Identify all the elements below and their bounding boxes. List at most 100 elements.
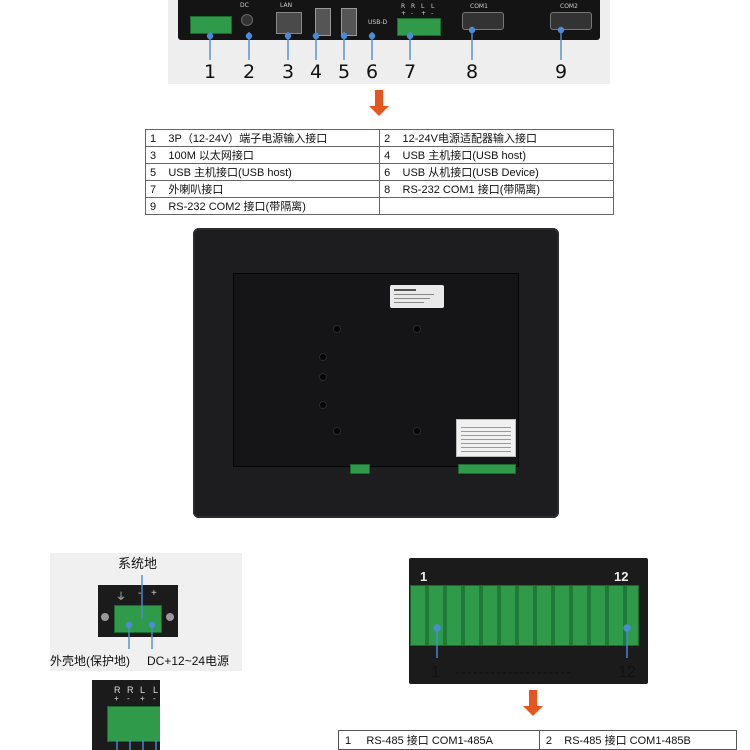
leader-lines <box>206 26 565 60</box>
table-cell: 5 USB 主机接口(USB host) <box>144 163 381 181</box>
table-cell: 1 RS-485 接口 COM1-485A <box>338 730 540 750</box>
cell-number: 4 <box>384 150 391 162</box>
ground-symbol-icon: ⏚ <box>116 592 126 603</box>
table-row: 3 100M 以太网接口 4 USB 主机接口(USB host) <box>144 146 614 164</box>
cell-number: 9 <box>150 201 157 213</box>
table-cell: 2 RS-485 接口 COM1-485B <box>538 730 738 750</box>
cell-number: 2 <box>545 735 553 747</box>
back-plate <box>233 273 519 467</box>
table-cell: 2 12-24V电源适配器输入接口 <box>379 129 614 147</box>
port-number-1: 1 <box>204 61 217 83</box>
speaker-polarity: + <box>114 694 119 703</box>
speaker-label-l1: L <box>421 3 425 10</box>
speaker-polarity-2: - <box>411 10 414 17</box>
speaker-label: R <box>114 685 121 695</box>
cell-text: 100M 以太网接口 <box>168 150 254 162</box>
plus-symbol: + <box>151 588 157 599</box>
screw-hole <box>334 326 340 332</box>
rs485-last-pin-label: 12 <box>614 569 629 584</box>
cell-text: 3P（12-24V）端子电源输入接口 <box>168 133 328 145</box>
cell-text: RS-232 COM2 接口(带隔离) <box>168 201 306 213</box>
cell-number: 3 <box>150 150 157 162</box>
port-number-3: 3 <box>282 61 295 83</box>
screw-hole <box>414 326 420 332</box>
usb-port-1 <box>315 8 331 36</box>
table-cell: 4 USB 主机接口(USB host) <box>379 146 614 164</box>
power-terminal-photo: ⏚ - + <box>98 585 178 637</box>
screw-hole <box>320 402 326 408</box>
port-number-5: 5 <box>338 61 351 83</box>
table-row: 1 3P（12-24V）端子电源输入接口 2 12-24V电源适配器输入接口 <box>144 129 614 147</box>
dc-jack <box>241 14 253 26</box>
speaker-label-r1: R <box>401 3 406 10</box>
table-cell: 3 100M 以太网接口 <box>144 146 381 164</box>
rs485-range-dashes: -------------------- <box>455 664 572 681</box>
rs485-first-pin-label: 1 <box>420 569 428 584</box>
speaker-label-r2: R <box>411 3 416 10</box>
rs485-terminal-block <box>410 585 639 646</box>
speaker-polarity: + <box>140 694 145 703</box>
cell-number: 5 <box>150 167 157 179</box>
down-arrow-icon <box>523 690 543 716</box>
port-number-4: 4 <box>310 61 323 83</box>
table-row: 7 外喇叭接口 8 RS-232 COM1 接口(带隔离) <box>144 180 614 198</box>
cell-text: USB 主机接口(USB host) <box>168 167 292 179</box>
port-description-table: 1 3P（12-24V）端子电源输入接口 2 12-24V电源适配器输入接口 3… <box>144 129 614 215</box>
com2-label: COM2 <box>560 3 578 10</box>
speaker-terminal-block <box>107 706 160 742</box>
power-terminal-block <box>114 605 162 633</box>
speaker-polarity: - <box>127 694 130 703</box>
dc-power-label: DC+12~24电源 <box>147 654 230 668</box>
rs485-bottom-right-label: 12 <box>618 664 636 681</box>
table-row: 5 USB 主机接口(USB host) 6 USB 从机接口(USB Devi… <box>144 163 614 181</box>
cell-number: 2 <box>384 133 391 145</box>
port-number-8: 8 <box>466 61 479 83</box>
speaker-terminal-photo: R R L L + - + - <box>92 680 160 750</box>
product-label-sticker <box>390 285 444 308</box>
table-cell: 9 RS-232 COM2 接口(带隔离) <box>144 197 381 215</box>
cell-text: USB 从机接口(USB Device) <box>402 167 539 179</box>
table-cell <box>379 197 614 215</box>
cell-number: 6 <box>384 167 391 179</box>
table-cell: 1 3P（12-24V）端子电源输入接口 <box>144 129 381 147</box>
speaker-polarity-3: + <box>421 10 427 17</box>
port-number-9: 9 <box>555 61 568 83</box>
com2-port <box>550 12 592 30</box>
com1-label: COM1 <box>470 3 488 10</box>
screw-hole <box>414 428 420 434</box>
speaker-polarity-1: + <box>401 10 407 17</box>
cell-text: USB 主机接口(USB host) <box>402 150 526 162</box>
com1-port <box>462 12 504 30</box>
speaker-label-l2: L <box>431 3 435 10</box>
port-number-7: 7 <box>404 61 417 83</box>
table-cell: 8 RS-232 COM1 接口(带隔离) <box>379 180 614 198</box>
speaker-label: L <box>140 685 146 695</box>
cell-text: 外喇叭接口 <box>168 184 224 196</box>
cell-text: 12-24V电源适配器输入接口 <box>402 133 538 145</box>
lan-label: LAN <box>280 2 293 9</box>
speaker-label: L <box>153 685 159 695</box>
port-number-2: 2 <box>243 61 256 83</box>
cell-number: 8 <box>384 184 391 196</box>
cell-number: 1 <box>150 133 157 145</box>
screw-hole <box>320 374 326 380</box>
cell-text: RS-485 接口 COM1-485B <box>564 735 691 747</box>
usb-d-label: USB-D <box>368 19 388 26</box>
usb-port-2 <box>341 8 357 36</box>
power-terminal-card: 系统地 ⏚ - + 外壳地(保护地) DC+12~24电源 <box>50 553 242 671</box>
system-ground-label: 系统地 <box>118 556 158 571</box>
down-arrow-icon <box>369 90 389 116</box>
minus-symbol: - <box>138 588 142 599</box>
table-row: 9 RS-232 COM2 接口(带隔离) <box>144 197 614 215</box>
power-leader-lines <box>125 575 156 649</box>
cell-text: RS-485 接口 COM1-485A <box>366 735 493 747</box>
cell-number: 1 <box>345 735 352 747</box>
speaker-polarity: - <box>153 694 156 703</box>
rs485-terminal-photo: 1 12 <box>409 558 648 684</box>
speaker-terminal-block <box>350 464 370 474</box>
dc-label: DC <box>240 2 249 9</box>
cell-text: RS-232 COM1 接口(带隔离) <box>402 184 541 196</box>
rs485-description-table: 1 RS-485 接口 COM1-485A 2 RS-485 接口 COM1-4… <box>338 730 738 750</box>
rs485-terminal-block <box>458 464 516 474</box>
screw-hole <box>334 428 340 434</box>
